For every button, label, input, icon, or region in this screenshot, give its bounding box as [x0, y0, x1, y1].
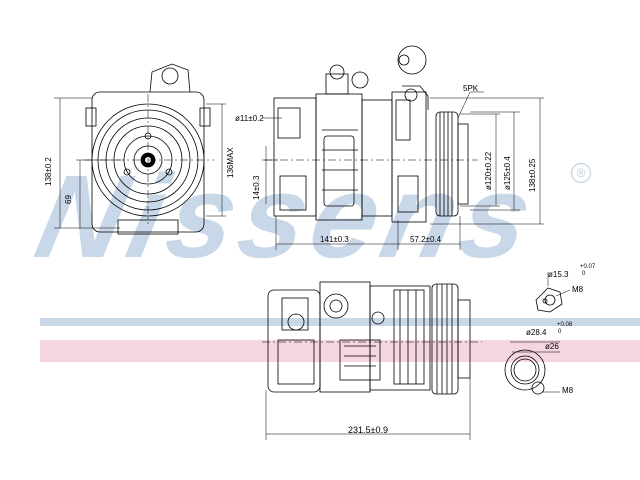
pulley-outer-diameter: ø125±0.4	[503, 156, 512, 190]
fitting-diameter-dimension: ø11±0.2	[235, 114, 264, 123]
side-view-compressor	[264, 45, 478, 223]
large-port-tolerance-low: 0	[558, 329, 562, 335]
front-max-dimension: 136MAX	[226, 147, 235, 178]
front-height-dimension: 138±0.2	[44, 157, 53, 186]
front-view-dimensions	[54, 97, 226, 229]
large-port-inner-diameter: ø26	[545, 342, 559, 351]
pulley-offset-dimension: 57.2±0.4	[410, 235, 442, 244]
front-center-dimension: 69	[64, 195, 73, 204]
side-height-dimension: 138±0.25	[528, 158, 537, 192]
overall-length-dimension: 231.5±0.9	[348, 425, 388, 435]
small-port-tolerance: +0.07	[580, 264, 596, 270]
side-view-dimensions	[262, 91, 544, 250]
small-port-detail	[535, 272, 571, 313]
body-length-dimension: 141±0.3	[320, 235, 349, 244]
small-port-diameter: ø15.3	[548, 270, 569, 279]
bottom-view-dimensions	[265, 378, 471, 440]
pulley-inner-diameter: ø120±0.22	[484, 151, 493, 190]
watermark-blue-band	[40, 318, 640, 326]
large-port-detail	[504, 341, 560, 395]
registered-mark: ®	[571, 163, 591, 183]
large-port-diameter: ø28.4	[526, 328, 547, 337]
small-port-tolerance-low: 0	[582, 271, 586, 277]
front-view-compressor	[84, 63, 214, 235]
large-port-thread: M8	[562, 386, 574, 395]
mount-offset-dimension: 14±0.3	[252, 175, 261, 200]
belt-type-label: 5PK	[463, 84, 479, 93]
small-port-thread: M8	[572, 285, 584, 294]
bottom-view-compressor	[262, 281, 482, 395]
large-port-tolerance: +0.08	[557, 322, 573, 328]
